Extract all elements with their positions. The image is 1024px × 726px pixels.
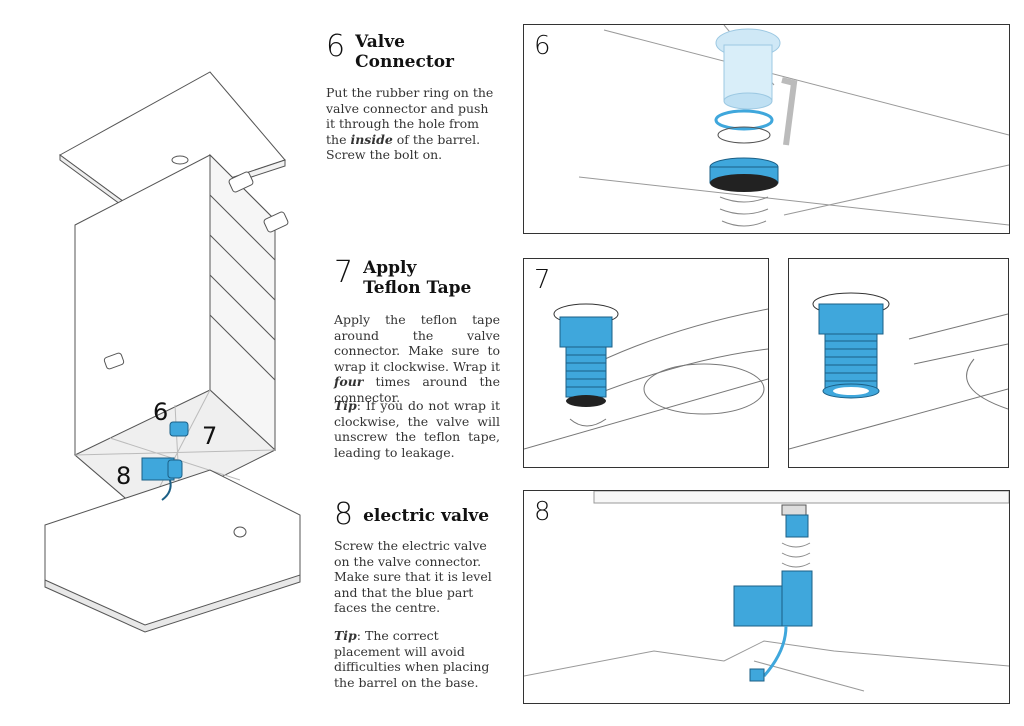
step-7-tip: Tip: If you do not wrap it clockwise, th… — [334, 398, 500, 460]
step-6-title-line2: Connector — [355, 52, 454, 72]
panel-step-7-right — [788, 258, 1009, 468]
step-6-text-b: of the barrel. Screw the bolt on. — [326, 131, 481, 163]
step-6-text-emphasis: inside — [350, 131, 393, 147]
overview-callout-7: 7 — [202, 422, 218, 450]
step-7-description: Apply the teflon tape around the valve c… — [334, 312, 500, 405]
step-7-text-emphasis: four — [334, 374, 364, 389]
step-6-heading: 6 Valve Connector — [326, 29, 454, 73]
panel-7-left-illustration — [524, 303, 768, 450]
overview-callout-8: 8 — [116, 462, 132, 490]
step-8-heading: 8 electric valve — [334, 500, 489, 530]
step-8-tip: Tip: The correct placement will avoid di… — [334, 628, 499, 690]
step-6-title-line1: Valve — [355, 32, 405, 52]
step-7-tip-text: : If you do not wrap it clockwise, the v… — [334, 398, 500, 460]
panel-6-number: 6 — [534, 31, 551, 61]
step-7-title: Apply Teflon Tape — [363, 258, 471, 298]
step-8-tip-text: : The correct placement will avoid diffi… — [334, 628, 490, 690]
overview-callout-6: 6 — [153, 398, 169, 426]
step-7-text-b: times around the connector. — [334, 374, 500, 405]
overview-barrel-illustration — [44, 71, 301, 633]
panel-7-right-illustration — [789, 292, 1008, 450]
panel-step-7-left: 7 — [523, 258, 769, 468]
step-7-title-line1: Apply — [363, 258, 417, 278]
step-6-text-a: Put the rubber ring on the valve connect… — [326, 85, 494, 147]
step-8-title: electric valve — [363, 506, 490, 526]
step-6-title: Valve Connector — [355, 32, 454, 72]
step-6-description: Put the rubber ring on the valve connect… — [326, 85, 496, 163]
step-8-number: 8 — [334, 497, 354, 532]
step-8-tip-label: Tip — [334, 628, 357, 643]
panel-8-illustration — [524, 491, 1009, 692]
panel-6-illustration — [578, 25, 1009, 227]
panel-step-8: 8 — [523, 490, 1010, 704]
step-7-tip-label: Tip — [334, 398, 357, 413]
step-7-heading: 7 Apply Teflon Tape — [334, 255, 471, 299]
step-6-number: 6 — [326, 29, 346, 64]
step-8-description: Screw the electric valve on the valve co… — [334, 538, 492, 615]
step-7-title-line2: Teflon Tape — [363, 278, 472, 298]
step-7-text-a: Apply the teflon tape around the valve c… — [334, 312, 500, 374]
panel-8-number: 8 — [534, 497, 551, 527]
panel-step-6: 6 — [523, 24, 1010, 234]
panel-7-number: 7 — [534, 265, 551, 295]
step-7-number: 7 — [334, 255, 354, 290]
